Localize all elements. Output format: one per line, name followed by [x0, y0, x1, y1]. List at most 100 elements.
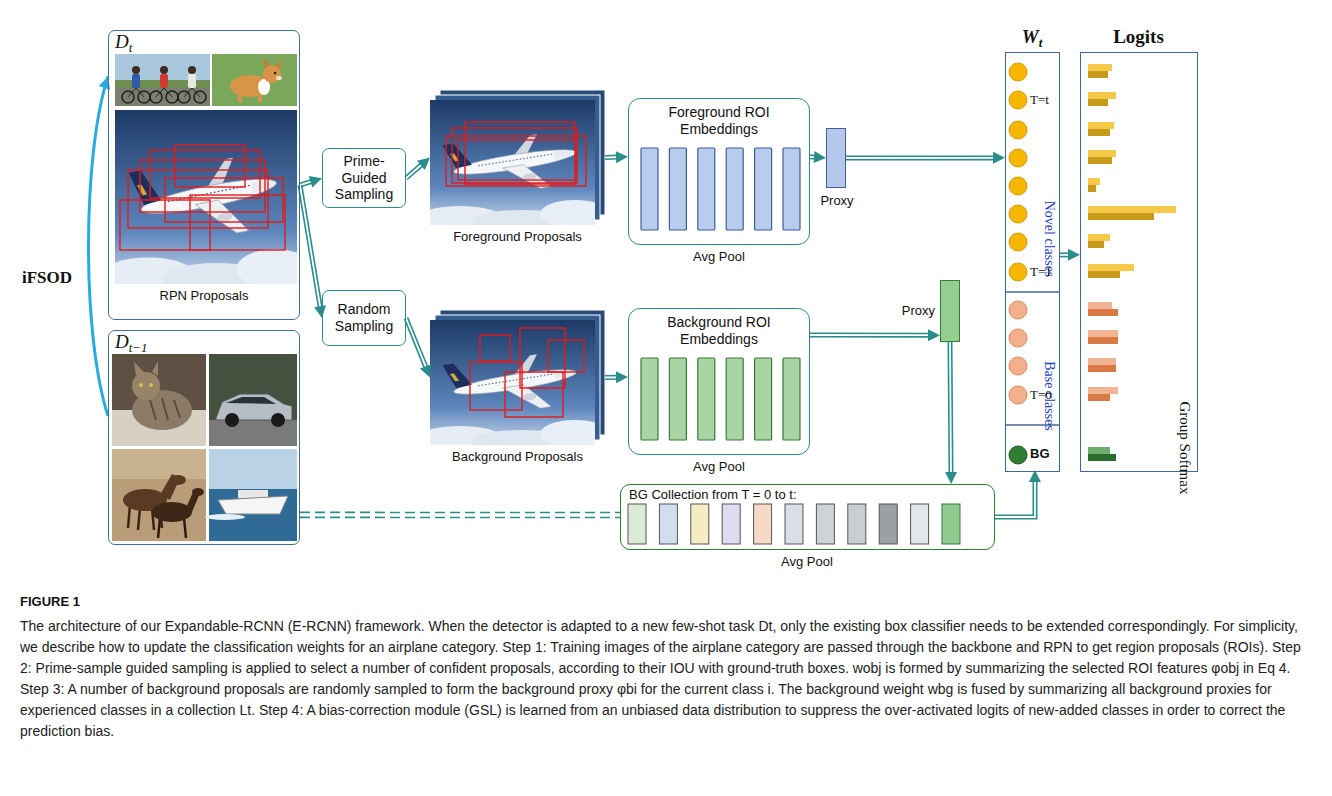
photo-cat [112, 354, 206, 446]
illustration-part [132, 372, 160, 400]
illustration-part [1009, 329, 1027, 347]
illustration-part [698, 358, 715, 440]
illustration-part [1088, 309, 1118, 316]
illustration-part [1088, 387, 1118, 394]
image-caption: Background Proposals [418, 449, 617, 465]
flow-arrow [406, 158, 430, 179]
flow-arrow [300, 176, 322, 187]
illustration-part [1006, 291, 1059, 292]
arrow-head [616, 151, 628, 163]
connector-line [300, 517, 620, 519]
illustration-part [1088, 365, 1116, 372]
illustration-part [149, 383, 153, 387]
class-label: BG [1030, 446, 1050, 462]
memory-link [300, 512, 620, 517]
connector-line [406, 164, 422, 178]
collection-box: BG Collection from T = 0 to t:Avg Pool [620, 484, 995, 550]
process-box: Prime-Guided Sampling [322, 148, 406, 208]
illustration-part [139, 383, 143, 387]
illustration-part [641, 358, 658, 440]
pool-label: Avg Pool [629, 249, 809, 265]
illustration-part [170, 475, 186, 485]
illustration-part [1009, 177, 1027, 195]
flow-arrow [406, 318, 431, 378]
proxy-label: Proxy [807, 193, 867, 209]
illustration-part [271, 413, 285, 427]
illustration-part [755, 148, 772, 230]
illustration-part [783, 148, 800, 230]
subscript: t [129, 40, 133, 55]
connector-line [995, 480, 1035, 517]
pool-label: Avg Pool [621, 554, 993, 570]
illustration-part [1088, 157, 1112, 164]
arrow-head [417, 158, 430, 170]
illustration-part [238, 490, 268, 498]
illustration-part [722, 504, 740, 544]
roi-embedding-bars [641, 148, 800, 230]
arrow-head [928, 329, 940, 341]
illustration-part [783, 358, 800, 440]
embedding-box: Background ROI EmbeddingsAvg Pool [628, 308, 810, 455]
illustration-part [112, 449, 206, 479]
illustration-part [212, 54, 297, 106]
illustration-part [785, 504, 803, 544]
logits-column: LogitsGroup Softmax [1080, 52, 1198, 472]
proxy-bar: Proxy [940, 280, 960, 342]
proxy-bar: Proxy [826, 128, 846, 188]
background-weight-dot [1009, 446, 1027, 464]
illustration-part [446, 122, 586, 186]
logit-bars [1088, 64, 1176, 461]
connector-line [950, 342, 951, 474]
box-caption: RPN Proposals [109, 288, 299, 304]
illustration-part [188, 66, 196, 74]
arrow-head [420, 364, 431, 377]
edge-label: iFSOD [20, 268, 74, 288]
illustration-part [1009, 357, 1027, 375]
illustration-part [754, 504, 772, 544]
background-class: BG [1008, 440, 1057, 470]
illustration-part [1088, 271, 1120, 278]
connector-line [406, 318, 426, 368]
illustration-part [1009, 205, 1027, 223]
illustration-part [112, 449, 206, 541]
illustration-part [134, 362, 144, 376]
illustration-part [160, 66, 168, 74]
embedding-box: Foreground ROI EmbeddingsAvg Pool [628, 98, 810, 245]
illustration-part [659, 504, 677, 544]
illustration-part [132, 74, 140, 88]
illustration-part [1009, 233, 1027, 251]
illustration-part [1009, 91, 1027, 109]
arrow-head [1068, 249, 1080, 261]
illustration-part [218, 496, 288, 514]
background-proxy-bars [628, 504, 960, 544]
illustration-part [192, 488, 204, 496]
flow-arrow [810, 151, 826, 163]
illustration-part [115, 54, 210, 106]
illustration-part [1088, 64, 1112, 71]
illustration-part [505, 372, 563, 417]
illustration-part [1009, 386, 1027, 404]
illustration-part [698, 148, 715, 230]
illustration-part [230, 75, 270, 97]
process-label: Prime-Guided Sampling [325, 153, 403, 203]
illustration-part [1088, 241, 1104, 248]
task-transition-arrow [89, 76, 110, 416]
illustration-part [1088, 129, 1110, 136]
illustration-part [755, 358, 772, 440]
illustration-part [1088, 185, 1096, 192]
class-weight-dots [1009, 301, 1027, 404]
connector-line [89, 76, 109, 416]
arrow-head [814, 151, 826, 163]
process-box: Random Sampling [322, 290, 406, 346]
photo-cyclists [115, 54, 210, 106]
illustration-part [446, 136, 586, 186]
flow-arrow [1060, 249, 1080, 261]
illustration-part [1088, 122, 1114, 129]
connector-line [300, 185, 320, 308]
illustration-part [276, 58, 281, 69]
illustration-part [1088, 337, 1118, 344]
illustration-part [470, 362, 522, 410]
illustration-part [1088, 234, 1110, 241]
illustration-part [726, 358, 743, 440]
